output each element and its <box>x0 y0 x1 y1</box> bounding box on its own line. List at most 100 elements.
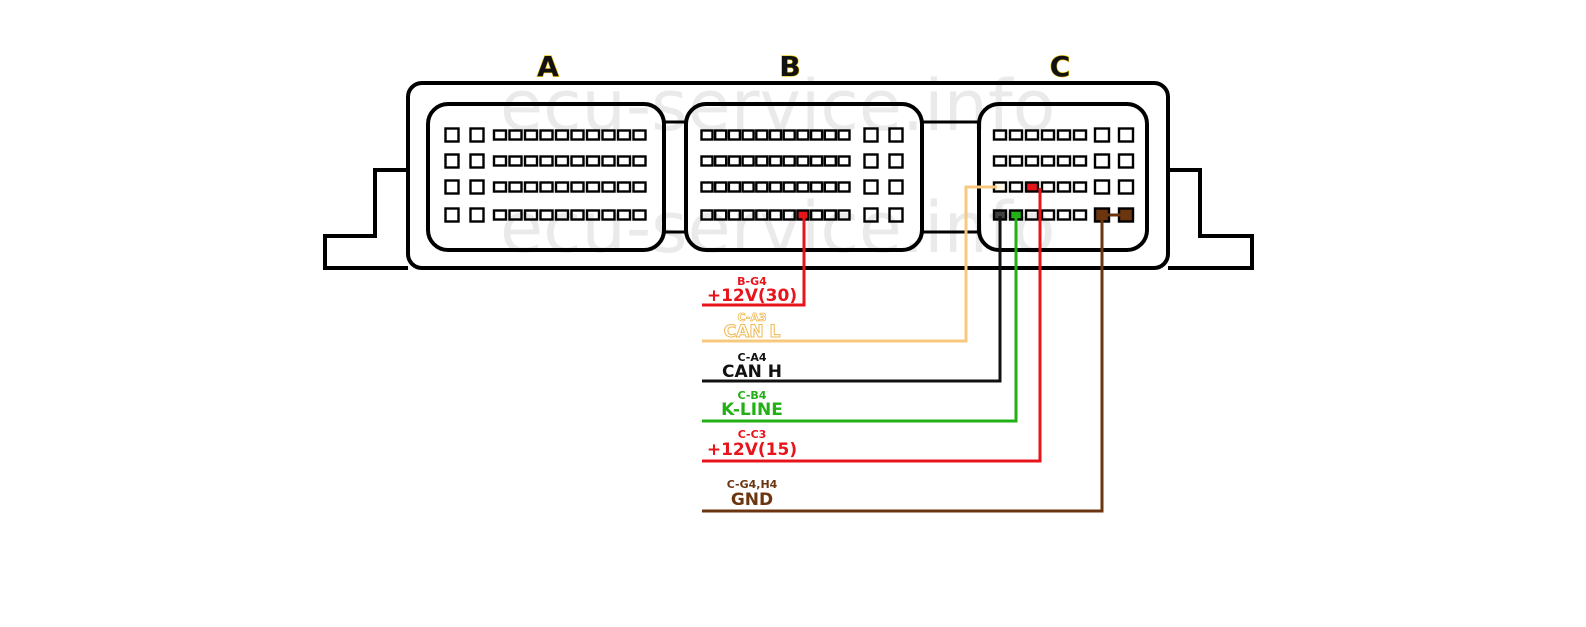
connector-b-pin <box>755 155 769 167</box>
connector-a-pin <box>632 129 647 141</box>
connector-a-pin <box>570 181 585 193</box>
connector-c-pin <box>1040 181 1056 193</box>
connector-b-pin <box>768 129 783 141</box>
connector-c-pin <box>1093 153 1111 169</box>
signal-c-c3: +12V(15) <box>707 440 797 460</box>
connector-c-pin <box>1024 129 1040 141</box>
connector-b-pin <box>727 155 742 167</box>
wire-c-b4 <box>702 216 1018 423</box>
connector-c-pin <box>1024 209 1040 221</box>
connector-b-pin <box>782 129 796 141</box>
signal-b-g4: +12V(30) <box>707 286 797 306</box>
connector-a-pin <box>523 155 539 167</box>
left-mounting-flange <box>323 168 408 270</box>
connector-c-label: C <box>1050 50 1071 83</box>
connector-c-pin <box>1093 179 1111 195</box>
connector-a-pin <box>523 181 539 193</box>
connector-a-pin <box>632 155 647 167</box>
connector-b-pin <box>727 181 742 193</box>
wire-c-c3 <box>702 188 1042 463</box>
connector-c-pin <box>1072 155 1088 167</box>
right-mounting-flange <box>1168 168 1254 270</box>
connector-c-pin <box>992 155 1008 167</box>
wires <box>702 185 1126 513</box>
connector-a-pin <box>632 181 647 193</box>
connector-b-pin <box>863 207 879 223</box>
wire-c-a3 <box>702 185 997 343</box>
connector-a-pin <box>570 209 585 221</box>
connector-b-pin <box>700 155 714 167</box>
connector-a-pin <box>616 209 632 221</box>
connector-a-pin <box>554 129 570 141</box>
connector-b-pin <box>823 209 837 221</box>
connector-c-pin <box>1040 209 1056 221</box>
pin-id-gnd: C-G4,H4 <box>727 478 778 491</box>
connector-b-pin <box>727 129 742 141</box>
connector-a-pin <box>469 153 485 169</box>
connector-b-pin <box>809 155 824 167</box>
connector-a-pin <box>554 155 570 167</box>
connector-a-pin <box>492 155 508 167</box>
connector-a-pin <box>601 209 616 221</box>
connector-c-pin-c3 <box>1024 181 1040 193</box>
connector-c-pin <box>1072 209 1088 221</box>
connector-b-pin <box>888 179 904 195</box>
connector-b-pin <box>888 153 904 169</box>
pin-id-c-a3: C-A3 <box>737 311 766 324</box>
connector-a-pin <box>469 179 485 195</box>
connector-b-pin <box>714 181 728 193</box>
connector-a-pin <box>632 209 647 221</box>
connector-b-pin <box>782 155 796 167</box>
pin-id-c-b4: C-B4 <box>738 389 767 402</box>
connector-a-pin <box>508 209 523 221</box>
connector-c-pin <box>1024 155 1040 167</box>
connector-a-pin <box>570 129 585 141</box>
connector-c-pin <box>1117 127 1135 143</box>
signal-c-a3: CAN L <box>724 322 781 342</box>
wire-labels: B-G4 +12V(30) C-A3 CAN L C-A4 CAN H C-B4… <box>707 275 797 510</box>
connector-a-pin <box>585 155 601 167</box>
connector-b-pin <box>809 129 824 141</box>
connector-a-pin <box>554 181 570 193</box>
connector-c-pin <box>1072 129 1088 141</box>
pin-id-b-g4: B-G4 <box>737 275 767 288</box>
connector-b-pin <box>741 209 755 221</box>
pin-id-c-c3: C-C3 <box>738 428 767 441</box>
signal-c-a4: CAN H <box>722 362 782 382</box>
connector-b-pin <box>823 181 837 193</box>
connector-a-pin <box>570 155 585 167</box>
connector-a-label: A <box>537 50 559 83</box>
connector-b-pin <box>782 181 796 193</box>
connector-a-pin <box>523 209 539 221</box>
connector-a-pin <box>444 179 460 195</box>
connector-b-pin <box>888 207 904 223</box>
connector-b-pin <box>700 209 714 221</box>
wire-gnd <box>702 216 1104 513</box>
connector-b-pin <box>714 129 728 141</box>
connector-a-pin <box>601 181 616 193</box>
connector-b-pin <box>714 155 728 167</box>
connector-a-pin <box>585 129 601 141</box>
signal-gnd: GND <box>731 490 773 510</box>
connector-b-pin <box>700 181 714 193</box>
connector-c-pin <box>1056 129 1072 141</box>
connector-b-pin <box>863 179 879 195</box>
connector-b-pin <box>768 209 783 221</box>
connector-b-pin <box>837 209 851 221</box>
connector-a-pin <box>539 155 554 167</box>
connector-c-pin <box>1008 181 1024 193</box>
connector-b-pin <box>888 127 904 143</box>
connector-a-pin <box>492 209 508 221</box>
connector-a-pin <box>444 153 460 169</box>
connector-c-pin <box>992 129 1008 141</box>
connector-b-pin <box>741 129 755 141</box>
connector-c-pin <box>1117 153 1135 169</box>
connector-b-pin <box>796 181 810 193</box>
connector-b-pin <box>714 209 728 221</box>
connector-b-pin <box>823 129 837 141</box>
connector-b-pin <box>741 155 755 167</box>
connector-b-pin <box>727 209 742 221</box>
connector-c-pin <box>1008 129 1024 141</box>
connector-c-pin <box>1056 209 1072 221</box>
connector-b-pin <box>755 209 769 221</box>
